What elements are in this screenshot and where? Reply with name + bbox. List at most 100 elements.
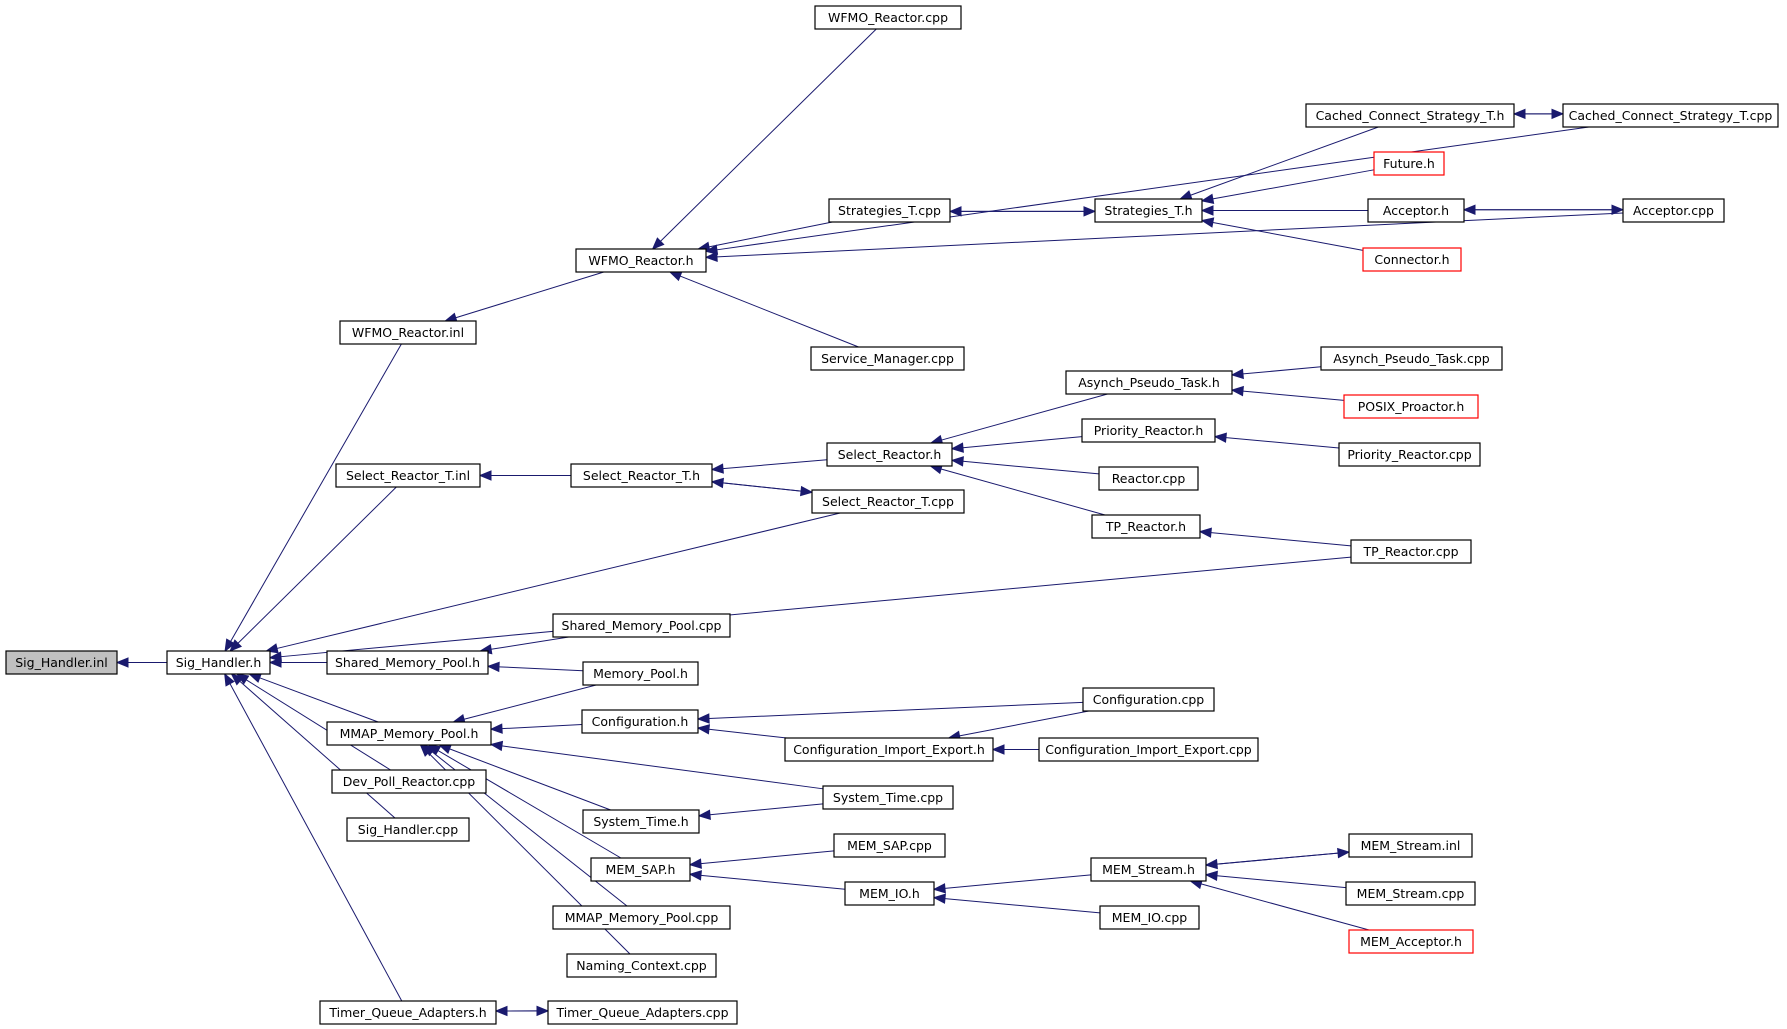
- node-mem-io-cpp[interactable]: MEM_IO.cpp: [1099, 905, 1200, 930]
- node-box[interactable]: [844, 881, 935, 906]
- node-box[interactable]: [552, 905, 731, 930]
- node-cached-connect-strategy-t-h[interactable]: Cached_Connect_Strategy_T.h: [1305, 103, 1515, 128]
- node-box[interactable]: [570, 463, 713, 488]
- node-box[interactable]: [331, 769, 487, 794]
- node-box[interactable]: [326, 721, 492, 746]
- node-wfmo-reactor-cpp[interactable]: WFMO_Reactor.cpp: [814, 5, 962, 30]
- node-naming-context-cpp[interactable]: Naming_Context.cpp: [566, 953, 717, 978]
- node-box[interactable]: [1094, 198, 1203, 223]
- node-mem-sap-h[interactable]: MEM_SAP.h: [590, 857, 691, 882]
- node-future-h[interactable]: Future.h: [1373, 151, 1445, 176]
- node-box[interactable]: [566, 953, 717, 978]
- node-acceptor-h[interactable]: Acceptor.h: [1367, 198, 1465, 223]
- node-box[interactable]: [814, 5, 962, 30]
- node-box[interactable]: [1090, 857, 1207, 882]
- node-strategies-t-h[interactable]: Strategies_T.h: [1094, 198, 1203, 223]
- node-box[interactable]: [1343, 394, 1479, 419]
- node-box[interactable]: [346, 817, 470, 842]
- node-box[interactable]: [1320, 346, 1503, 371]
- node-box[interactable]: [319, 1000, 497, 1025]
- node-box[interactable]: [1348, 929, 1474, 954]
- node-shared-memory-pool-h[interactable]: Shared_Memory_Pool.h: [326, 650, 489, 675]
- node-box[interactable]: [1362, 247, 1462, 272]
- node-box[interactable]: [335, 463, 481, 488]
- node-box[interactable]: [1338, 442, 1481, 467]
- node-select-reactor-t-cpp[interactable]: Select_Reactor_T.cpp: [811, 489, 965, 514]
- node-box[interactable]: [166, 650, 271, 675]
- node-service-manager-cpp[interactable]: Service_Manager.cpp: [810, 346, 965, 371]
- node-strategies-t-cpp[interactable]: Strategies_T.cpp: [828, 198, 951, 223]
- node-asynch-pseudo-task-h[interactable]: Asynch_Pseudo_Task.h: [1065, 370, 1233, 395]
- node-box[interactable]: [581, 709, 699, 734]
- node-box[interactable]: [552, 613, 731, 638]
- node-mem-stream-inl[interactable]: MEM_Stream.inl: [1348, 833, 1473, 858]
- node-box[interactable]: [826, 442, 953, 467]
- node-memory-pool-h[interactable]: Memory_Pool.h: [582, 661, 699, 686]
- node-asynch-pseudo-task-cpp[interactable]: Asynch_Pseudo_Task.cpp: [1320, 346, 1503, 371]
- node-box[interactable]: [1562, 103, 1779, 128]
- node-box[interactable]: [547, 1000, 738, 1025]
- node-sig-handler-inl[interactable]: Sig_Handler.inl: [5, 650, 118, 675]
- node-system-time-h[interactable]: System_Time.h: [582, 809, 700, 834]
- node-box[interactable]: [1305, 103, 1515, 128]
- node-select-reactor-t-inl[interactable]: Select_Reactor_T.inl: [335, 463, 481, 488]
- node-box[interactable]: [811, 489, 965, 514]
- node-box[interactable]: [822, 785, 954, 810]
- node-box[interactable]: [1373, 151, 1445, 176]
- node-mem-io-h[interactable]: MEM_IO.h: [844, 881, 935, 906]
- node-box[interactable]: [1622, 198, 1725, 223]
- node-box[interactable]: [582, 809, 700, 834]
- node-box[interactable]: [1091, 514, 1201, 539]
- node-box[interactable]: [1345, 881, 1476, 906]
- node-sig-handler-cpp[interactable]: Sig_Handler.cpp: [346, 817, 470, 842]
- node-mem-sap-cpp[interactable]: MEM_SAP.cpp: [833, 833, 946, 858]
- node-box[interactable]: [1367, 198, 1465, 223]
- node-box[interactable]: [833, 833, 946, 858]
- node-mmap-memory-pool-cpp[interactable]: MMAP_Memory_Pool.cpp: [552, 905, 731, 930]
- node-priority-reactor-cpp[interactable]: Priority_Reactor.cpp: [1338, 442, 1481, 467]
- node-timer-queue-adapters-h[interactable]: Timer_Queue_Adapters.h: [319, 1000, 497, 1025]
- node-box[interactable]: [784, 737, 994, 762]
- node-box[interactable]: [1348, 833, 1473, 858]
- node-box[interactable]: [810, 346, 965, 371]
- node-configuration-import-export-cpp[interactable]: Configuration_Import_Export.cpp: [1038, 737, 1259, 762]
- node-box[interactable]: [5, 650, 118, 675]
- node-box[interactable]: [1065, 370, 1233, 395]
- node-posix-proactor-h[interactable]: POSIX_Proactor.h: [1343, 394, 1479, 419]
- node-wfmo-reactor-h[interactable]: WFMO_Reactor.h: [575, 248, 707, 273]
- node-box[interactable]: [1038, 737, 1259, 762]
- node-mem-stream-h[interactable]: MEM_Stream.h: [1090, 857, 1207, 882]
- node-configuration-import-export-h[interactable]: Configuration_Import_Export.h: [784, 737, 994, 762]
- node-select-reactor-h[interactable]: Select_Reactor.h: [826, 442, 953, 467]
- node-box[interactable]: [575, 248, 707, 273]
- node-connector-h[interactable]: Connector.h: [1362, 247, 1462, 272]
- node-box[interactable]: [1099, 905, 1200, 930]
- node-wfmo-reactor-inl[interactable]: WFMO_Reactor.inl: [339, 320, 477, 345]
- node-box[interactable]: [582, 661, 699, 686]
- node-box[interactable]: [1350, 539, 1472, 564]
- node-tp-reactor-h[interactable]: TP_Reactor.h: [1091, 514, 1201, 539]
- node-mem-acceptor-h[interactable]: MEM_Acceptor.h: [1348, 929, 1474, 954]
- node-system-time-cpp[interactable]: System_Time.cpp: [822, 785, 954, 810]
- node-box[interactable]: [590, 857, 691, 882]
- node-box[interactable]: [1081, 418, 1216, 443]
- node-mmap-memory-pool-h[interactable]: MMAP_Memory_Pool.h: [326, 721, 492, 746]
- node-box[interactable]: [1082, 687, 1215, 712]
- node-timer-queue-adapters-cpp[interactable]: Timer_Queue_Adapters.cpp: [547, 1000, 738, 1025]
- node-configuration-h[interactable]: Configuration.h: [581, 709, 699, 734]
- node-configuration-cpp[interactable]: Configuration.cpp: [1082, 687, 1215, 712]
- node-sig-handler-h[interactable]: Sig_Handler.h: [166, 650, 271, 675]
- node-box[interactable]: [326, 650, 489, 675]
- node-mem-stream-cpp[interactable]: MEM_Stream.cpp: [1345, 881, 1476, 906]
- node-shared-memory-pool-cpp[interactable]: Shared_Memory_Pool.cpp: [552, 613, 731, 638]
- node-priority-reactor-h[interactable]: Priority_Reactor.h: [1081, 418, 1216, 443]
- node-box[interactable]: [1098, 466, 1199, 491]
- node-select-reactor-t-h[interactable]: Select_Reactor_T.h: [570, 463, 713, 488]
- node-reactor-cpp[interactable]: Reactor.cpp: [1098, 466, 1199, 491]
- node-box[interactable]: [339, 320, 477, 345]
- node-cached-connect-strategy-t-cpp[interactable]: Cached_Connect_Strategy_T.cpp: [1562, 103, 1779, 128]
- node-tp-reactor-cpp[interactable]: TP_Reactor.cpp: [1350, 539, 1472, 564]
- node-box[interactable]: [828, 198, 951, 223]
- node-acceptor-cpp[interactable]: Acceptor.cpp: [1622, 198, 1725, 223]
- node-dev-poll-reactor-cpp[interactable]: Dev_Poll_Reactor.cpp: [331, 769, 487, 794]
